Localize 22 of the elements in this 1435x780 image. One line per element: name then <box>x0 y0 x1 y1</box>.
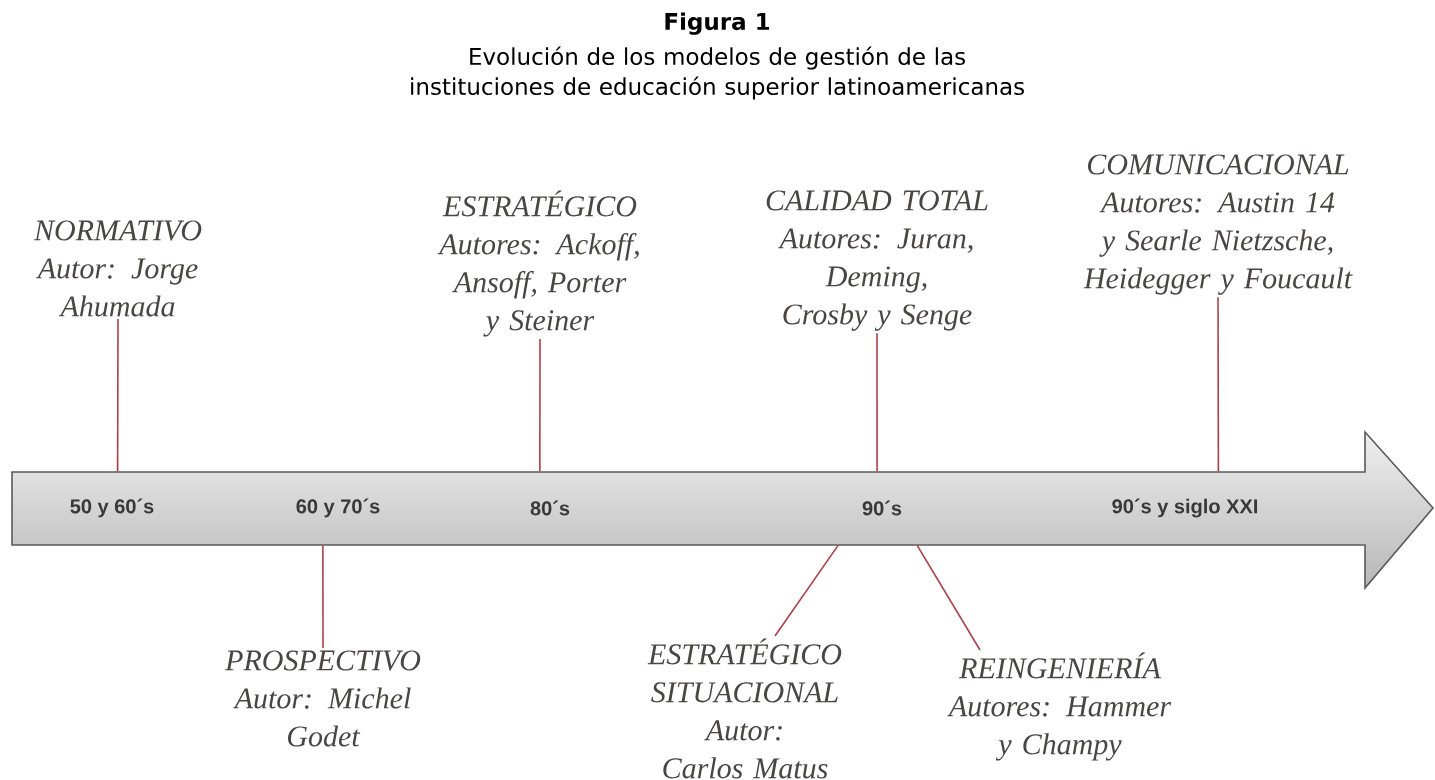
leader-line <box>876 332 878 473</box>
leader-line <box>1217 296 1220 473</box>
leader-line <box>916 544 981 651</box>
figure-caption: Evolución de los modelos de gestión de las instituciones de educación superior latinoamericanas <box>411 46 1024 100</box>
period-label: 90´s y siglo XXI <box>1112 498 1258 518</box>
model-label: ESTRATÉGICO SITUACIONAL Autor: Carlos Matus <box>647 638 842 779</box>
model-label: COMUNICACIONAL Autores: Austin 14 y Searle Nietzsche, Heidegger y Foucault <box>1083 154 1353 295</box>
period-label: 50 y 60´s <box>70 498 154 518</box>
leader-line <box>774 544 839 637</box>
period-label: 80´s <box>530 500 570 516</box>
leader-line <box>116 318 119 473</box>
model-label: PROSPECTIVO Autor: Michel Godet <box>225 650 421 747</box>
leader-line <box>322 544 324 649</box>
model-label: REINGENIERÍA Autores: Hammer y Champy <box>947 652 1172 761</box>
model-label: ESTRATÉGICO Autores: Ackoff, Ansoff, Porter y Steiner <box>437 190 639 337</box>
leader-line <box>539 338 541 473</box>
model-label: CALIDAD TOTAL Autores: Juran, Deming, Crosby y Senge <box>766 190 988 331</box>
period-label: 90´s <box>862 500 902 516</box>
timeline-arrow <box>11 429 1435 591</box>
model-label: NORMATIVO Autor: Jorge Ahumada <box>33 220 202 317</box>
period-label: 60 y 70´s <box>296 498 380 518</box>
figure-title: Figura 1 <box>665 12 770 35</box>
